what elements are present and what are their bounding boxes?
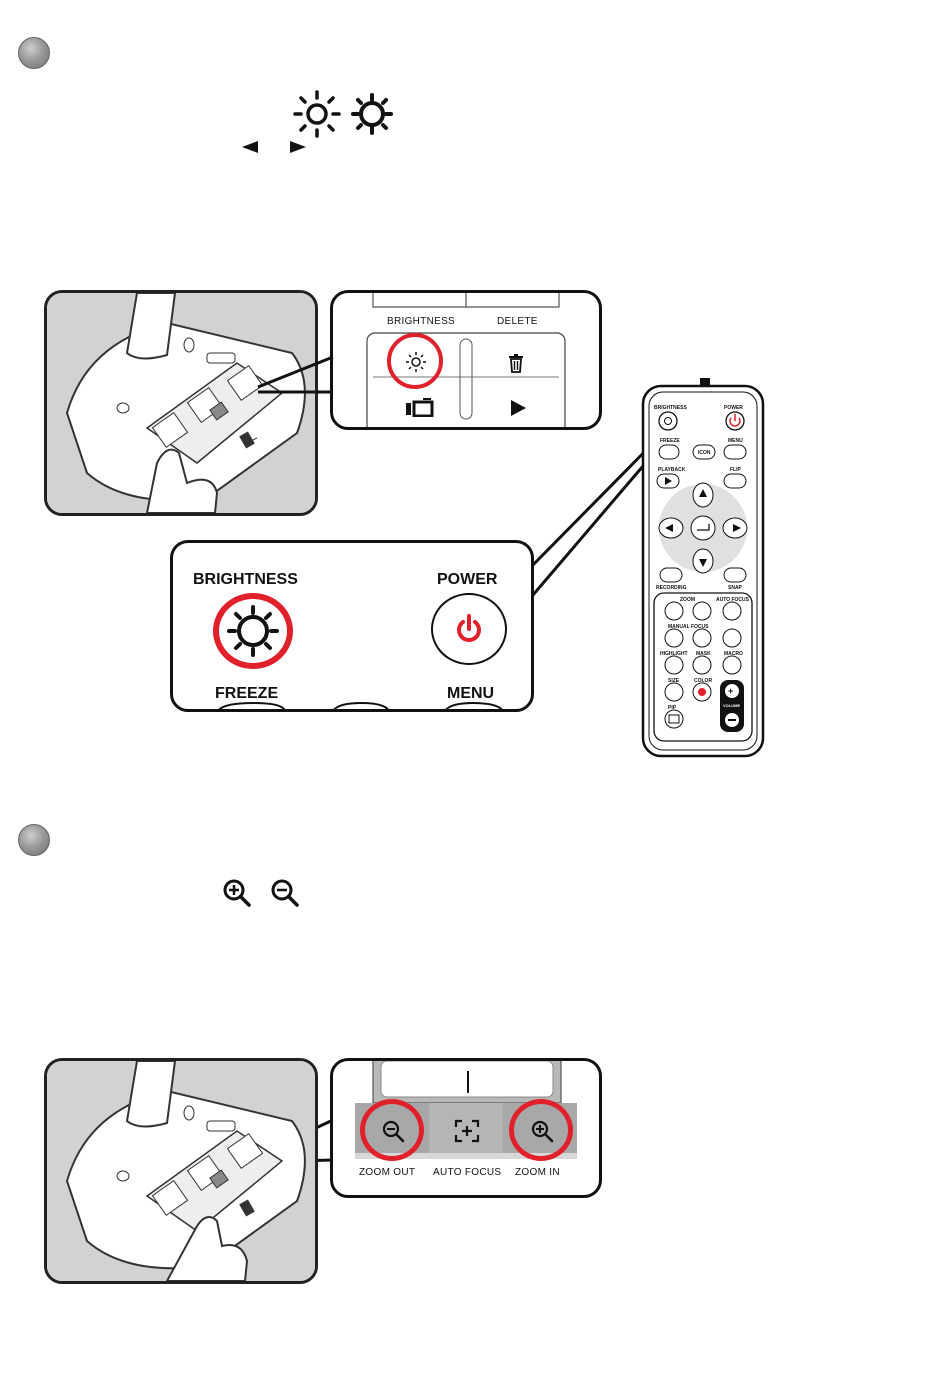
zoom-in-button-icon[interactable] <box>530 1119 554 1143</box>
remote-flip-label: FLIP <box>730 467 741 473</box>
power-big-label: POWER <box>437 571 497 589</box>
brightness-big-label: BRIGHTNESS <box>193 571 298 589</box>
power-icon <box>453 613 485 645</box>
remote-highlight-button[interactable] <box>665 656 683 674</box>
zoom-panel-callout: ZOOM OUT AUTO FOCUS ZOOM IN <box>330 1058 602 1198</box>
remote-control: BRIGHTNESS POWER FREEZE MENU ICON PLAYBA… <box>640 378 768 760</box>
remote-mask-button[interactable] <box>693 656 711 674</box>
zoom-in-label: ZOOM IN <box>515 1167 560 1178</box>
remote-zoom-callout: BRIGHTNESS POWER FREEZE MENU <box>170 540 534 712</box>
device-photo-2 <box>44 1058 318 1284</box>
zoom-out-label: ZOOM OUT <box>359 1167 415 1178</box>
remote-snap-button[interactable] <box>724 568 746 582</box>
remote-zoom-label: ZOOM <box>680 597 695 603</box>
zoom-out-icon <box>270 878 300 908</box>
svg-text:+: + <box>728 686 733 696</box>
remote-size-button[interactable] <box>665 683 683 701</box>
remote-brightness-label: BRIGHTNESS <box>654 405 687 411</box>
remote-focus-far-button[interactable] <box>693 629 711 647</box>
remote-enter-button[interactable] <box>691 516 715 540</box>
auto-focus-label: AUTO FOCUS <box>433 1167 501 1178</box>
remote-freeze-button[interactable] <box>659 445 679 459</box>
remote-volume-label: VOLUME <box>723 703 740 708</box>
remote-recording-label: RECORDING <box>656 585 687 591</box>
remote-focus-near-button[interactable] <box>665 629 683 647</box>
remote-playback-label: PLAYBACK <box>658 467 686 473</box>
remote-freeze-label: FREEZE <box>660 438 680 444</box>
remote-snap-label: SNAP <box>728 585 743 591</box>
remote-macro-button[interactable] <box>723 656 741 674</box>
remote-flip-button[interactable] <box>724 474 746 488</box>
remote-icon-label: ICON <box>698 450 711 456</box>
remote-brightness-button[interactable] <box>659 412 677 430</box>
remote-zoom-out-button[interactable] <box>665 602 683 620</box>
remote-zoom-in-button[interactable] <box>693 602 711 620</box>
remote-autofocus-button[interactable] <box>723 602 741 620</box>
step-2-bullet <box>18 824 50 856</box>
zoom-out-button-icon[interactable] <box>381 1119 405 1143</box>
remote-power-label: POWER <box>724 405 743 411</box>
auto-focus-icon[interactable] <box>454 1119 480 1143</box>
brightness-big-icon[interactable] <box>223 603 283 659</box>
remote-menu-button[interactable] <box>724 445 746 459</box>
remote-magnify-button[interactable] <box>723 629 741 647</box>
remote-recording-button[interactable] <box>660 568 682 582</box>
remote-menu-label: MENU <box>728 438 743 444</box>
zoom-in-icon <box>222 878 252 908</box>
remote-pip-button[interactable] <box>665 710 683 728</box>
